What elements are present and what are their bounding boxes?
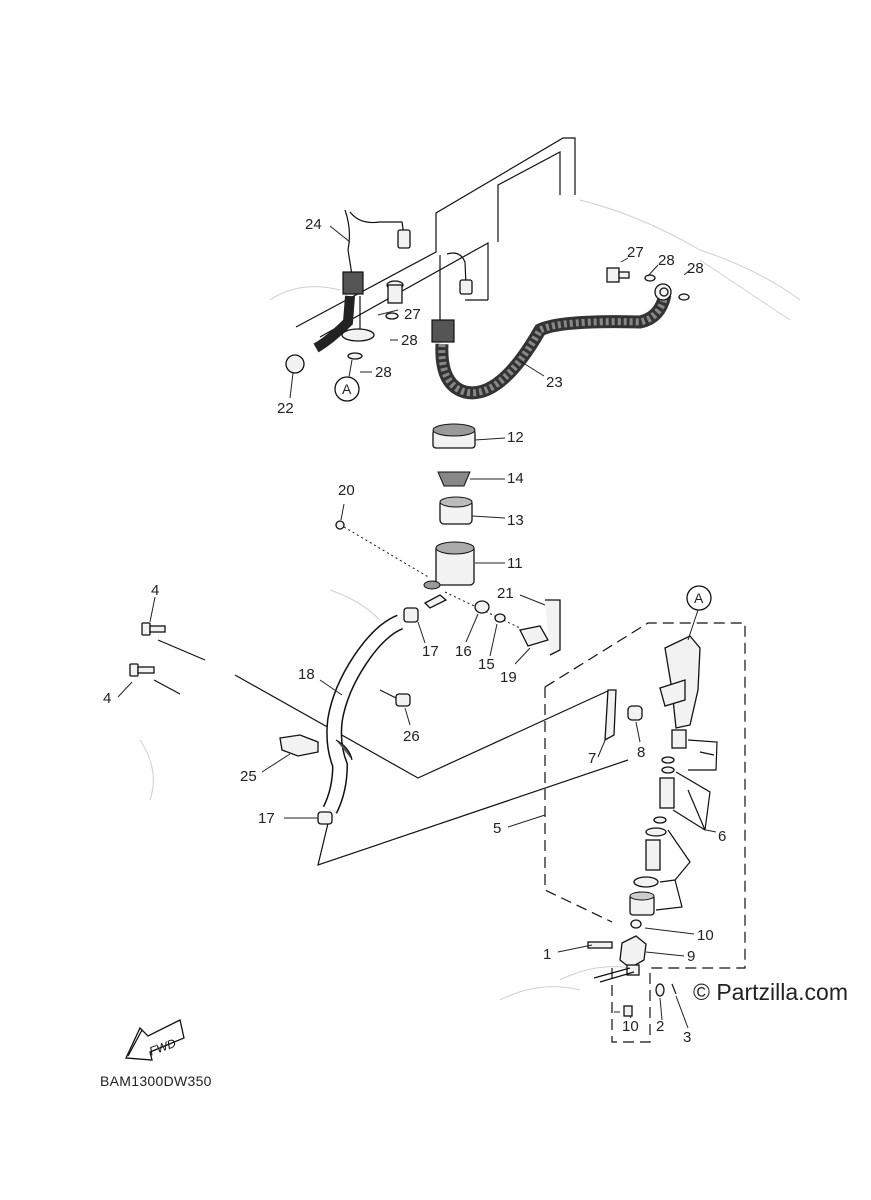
callout-17: 17 <box>422 643 439 660</box>
callout-17: 17 <box>258 810 275 827</box>
callout-7: 7 <box>588 750 596 767</box>
callout-11: 11 <box>507 555 523 572</box>
screw-20 <box>335 503 521 629</box>
reservoir-11 <box>423 541 505 590</box>
callout-4: 4 <box>103 690 111 707</box>
connector-16-15 <box>423 594 506 657</box>
routing-lines <box>153 137 629 866</box>
callout-9: 9 <box>687 948 695 965</box>
callout-12: 12 <box>507 429 524 446</box>
assembly-box-5 <box>507 622 746 1043</box>
ref-mark-top: A <box>342 381 352 397</box>
hose-clamp-17-lower <box>284 811 333 825</box>
callout-22: 22 <box>277 400 294 417</box>
bolt-4-lower <box>117 663 155 698</box>
ghost-frame <box>139 199 801 1001</box>
callout-10: 10 <box>697 927 714 944</box>
bolt-4-upper <box>141 596 166 636</box>
ref-circle-top: A <box>334 359 360 402</box>
brake-hose-24 <box>313 209 411 353</box>
callout-28: 28 <box>375 364 392 381</box>
callout-23: 23 <box>546 374 563 391</box>
callout-26: 26 <box>403 728 420 745</box>
callout-27: 27 <box>404 306 421 323</box>
hose-clamp-17-upper <box>403 607 426 644</box>
callout-25: 25 <box>240 768 257 785</box>
fwd-arrow-icon: FWD <box>125 1019 185 1061</box>
ref-circle-right: A <box>686 585 712 641</box>
bracket-19-21 <box>514 594 561 665</box>
callout-28: 28 <box>658 252 675 269</box>
union-bolt-27-right <box>606 267 690 301</box>
callout-8: 8 <box>637 744 645 761</box>
callout-10: 10 <box>622 1018 639 1035</box>
reservoir-hose-18 <box>319 614 404 814</box>
leader-lines <box>329 225 691 1013</box>
brake-hose-23 <box>431 252 672 400</box>
grommet-26 <box>379 689 411 726</box>
watermark: © Partzilla.com <box>693 979 848 1005</box>
callout-labels: 24 27 28 28 27 28 28 22 23 12 14 13 20 1… <box>103 216 726 1046</box>
plate-14 <box>437 471 505 487</box>
callout-6: 6 <box>718 828 726 845</box>
callout-24: 24 <box>305 216 322 233</box>
callout-14: 14 <box>507 470 524 487</box>
diaphragm-13 <box>439 496 506 525</box>
callout-21: 21 <box>497 585 514 602</box>
callout-5: 5 <box>493 820 501 837</box>
union-bolt-27-left <box>347 280 404 360</box>
clamp-25 <box>261 734 319 773</box>
master-cylinder-body-9 <box>557 919 695 1029</box>
callout-3: 3 <box>683 1029 691 1046</box>
callout-18: 18 <box>298 666 315 683</box>
piston-kit-6 <box>629 729 718 916</box>
callout-27: 27 <box>627 244 644 261</box>
ref-mark-right: A <box>694 590 704 606</box>
callout-15: 15 <box>478 656 495 673</box>
master-cylinder-5 <box>597 635 701 758</box>
callout-28: 28 <box>401 332 418 349</box>
callout-1: 1 <box>543 946 551 963</box>
callout-13: 13 <box>507 512 524 529</box>
reservoir-cap-12 <box>432 423 506 449</box>
callout-28: 28 <box>687 260 704 277</box>
callout-4: 4 <box>151 582 159 599</box>
callout-2: 2 <box>656 1018 664 1035</box>
callout-19: 19 <box>500 669 517 686</box>
clip-22 <box>285 354 305 399</box>
callout-16: 16 <box>455 643 472 660</box>
callout-20: 20 <box>338 482 355 499</box>
diagram-code: BAM1300DW350 <box>100 1073 212 1089</box>
